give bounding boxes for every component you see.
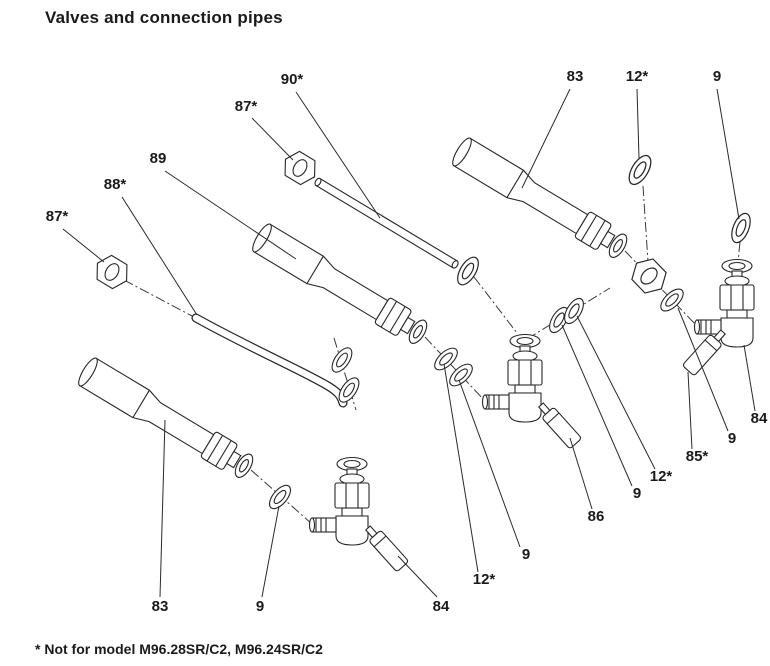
handle-bottom (361, 522, 410, 573)
label-90: 90* (281, 71, 304, 88)
label-86: 86 (588, 508, 605, 525)
leader-12-center (443, 363, 479, 573)
leader-90 (295, 91, 381, 219)
leader-12-mid (576, 315, 656, 470)
leader-84-right (743, 344, 756, 412)
label-12-mid: 12* (650, 468, 673, 485)
pipe-88 (191, 313, 348, 408)
label-9-right: 9 (728, 430, 736, 447)
leader-12-top (636, 88, 640, 159)
pipe-83-top (448, 135, 633, 264)
centerline-washer12-top (642, 185, 649, 263)
leader-9-top (716, 88, 740, 220)
footnote: * Not for model M96.28SR/C2, M96.24SR/C2 (35, 641, 323, 657)
centerline-middle-riser (526, 287, 611, 340)
leader-85 (687, 371, 693, 450)
washer-12-top (624, 151, 656, 189)
centerline-pipe90-to-valve (473, 276, 518, 334)
valve-84-right (681, 258, 755, 377)
label-12-top: 12* (626, 68, 649, 85)
centerline-stacked-washers (333, 337, 357, 411)
label-87-left: 87* (46, 208, 69, 225)
valve-84-bottom (308, 456, 410, 573)
label-9-center: 9 (522, 546, 530, 563)
label-83-top: 83 (567, 68, 584, 85)
pipe-89 (248, 221, 433, 350)
leader-9-mid (561, 324, 633, 487)
centerline-right-valve-top (737, 241, 741, 263)
leader-9-center (458, 379, 521, 548)
label-85: 85* (686, 448, 709, 465)
part-labels: 90* 87* 83 12* 9 89 88* 87* 84 9 85* 12*… (46, 68, 768, 615)
pipe-83-bottom (74, 355, 259, 484)
leader-83-bottom (159, 419, 166, 598)
label-9-top: 9 (713, 68, 721, 85)
leader-88 (121, 196, 198, 316)
leader-87-left (62, 228, 105, 263)
label-84-right: 84 (751, 410, 768, 427)
label-89: 89 (150, 150, 167, 167)
leader-9-bottom (261, 505, 280, 598)
washer-stacked-upper (327, 343, 357, 377)
leader-86 (569, 437, 593, 510)
label-83-bottom: 83 (152, 598, 169, 615)
leader-84-bottom (397, 555, 438, 598)
handle-86 (534, 399, 583, 450)
label-9-bottom: 9 (256, 598, 264, 615)
leader-89 (164, 170, 297, 260)
centerline-topright-axis (624, 250, 698, 327)
nut-87-left (89, 250, 135, 294)
washer-9-right (656, 284, 688, 316)
leader-lines (62, 88, 756, 598)
center-lines (123, 171, 741, 525)
label-87-top: 87* (235, 98, 258, 115)
valve-86-middle (481, 333, 583, 450)
label-9-mid: 9 (633, 485, 641, 502)
centerline-middle-axis (424, 336, 486, 402)
leader-9-right (677, 307, 729, 432)
leader-83-top (521, 88, 571, 189)
leader-87-top (251, 117, 294, 161)
pipe-90 (314, 177, 459, 269)
label-12-center: 12* (473, 571, 496, 588)
label-88: 88* (104, 176, 127, 193)
centerline-nut87-left (123, 279, 193, 317)
washer-9-top (727, 210, 755, 246)
label-84-bottom: 84 (433, 598, 450, 615)
page-title: Valves and connection pipes (45, 8, 283, 27)
